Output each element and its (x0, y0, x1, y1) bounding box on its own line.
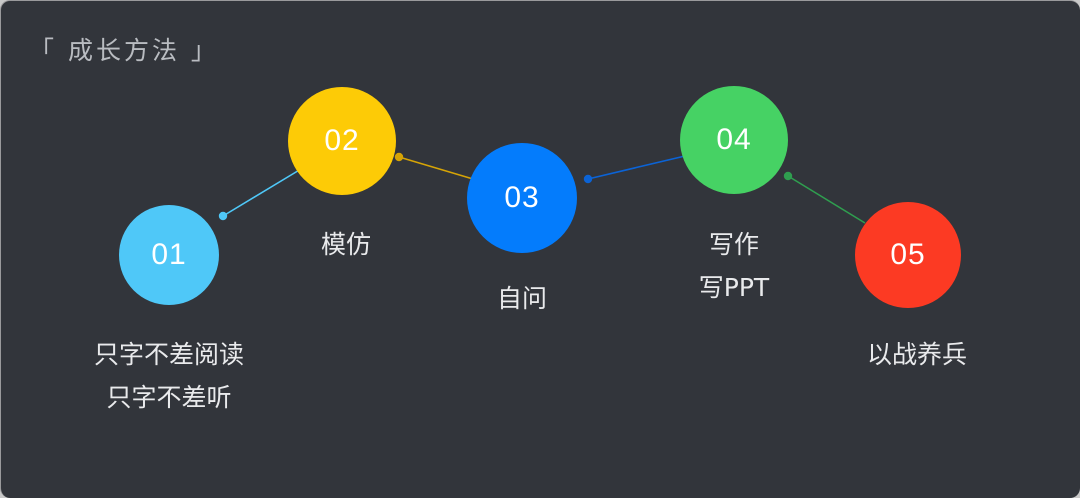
step-number-01: 01 (151, 238, 187, 271)
connector-line-02-to-03 (398, 156, 474, 180)
step-label-02: 模仿 (321, 223, 371, 266)
step-label-line: 自问 (496, 284, 548, 313)
connector-line-01-to-02 (222, 168, 302, 217)
connector-dot-02 (394, 152, 404, 162)
step-circle-04[interactable]: 04 (680, 86, 788, 194)
step-label-line: 只字不差阅读 (93, 340, 245, 369)
step-number-03: 03 (504, 181, 540, 214)
step-circle-05[interactable]: 05 (855, 202, 961, 308)
step-label-05: 以战养兵 (867, 333, 967, 376)
connector-dot-01 (218, 211, 228, 221)
step-label-line: 只字不差听 (106, 383, 232, 412)
step-circle-02[interactable]: 02 (288, 87, 396, 195)
step-label-04: 写作写PPT (699, 223, 769, 309)
step-circle-01[interactable]: 01 (119, 205, 219, 305)
step-label-line: 以战养兵 (866, 340, 968, 369)
step-number-02: 02 (324, 124, 360, 157)
step-label-line: 模仿 (320, 230, 372, 259)
connector-dot-03 (583, 174, 593, 184)
connector-line-03-to-04 (587, 155, 686, 180)
step-label-line: 写作 (708, 230, 759, 259)
connector-line-04-to-05 (787, 175, 866, 224)
step-label-line: 写PPT (698, 273, 770, 302)
page-title: 「 成长方法 」 (29, 36, 219, 65)
step-label-03: 自问 (497, 277, 547, 320)
step-label-01: 只字不差阅读只字不差听 (94, 333, 244, 419)
step-number-05: 05 (890, 238, 926, 271)
connector-dot-04 (783, 171, 793, 181)
step-number-04: 04 (716, 123, 752, 156)
step-circle-03[interactable]: 03 (467, 143, 577, 253)
